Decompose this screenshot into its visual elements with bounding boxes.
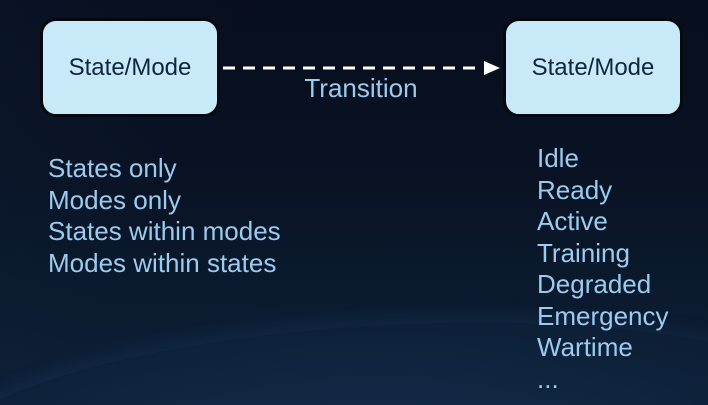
transition-arrowhead-icon bbox=[484, 61, 500, 75]
list-item: Modes within states bbox=[48, 247, 277, 278]
list-item: Degraded bbox=[537, 269, 652, 299]
list-item: Idle bbox=[537, 143, 579, 173]
state-mode-node-target: State/Mode bbox=[503, 18, 683, 117]
list-item: ... bbox=[537, 363, 559, 394]
list-item: Modes only bbox=[48, 184, 181, 215]
transition-arrow bbox=[221, 57, 503, 79]
list-item: Active bbox=[537, 206, 608, 236]
list-item: States only bbox=[48, 153, 177, 183]
state-mode-node-source: State/Mode bbox=[40, 18, 220, 117]
transition-arrow-svg bbox=[223, 61, 500, 75]
transition-label: Transition bbox=[304, 73, 418, 103]
list-item: Training bbox=[537, 237, 630, 268]
list-item: Ready bbox=[537, 174, 613, 205]
state-mode-node-target-label: State/Mode bbox=[531, 53, 655, 81]
list-item: Wartime bbox=[537, 332, 633, 362]
list-item: Emergency bbox=[537, 300, 669, 331]
list-item: States within modes bbox=[48, 216, 281, 246]
state-mode-node-source-label: State/Mode bbox=[68, 53, 192, 81]
